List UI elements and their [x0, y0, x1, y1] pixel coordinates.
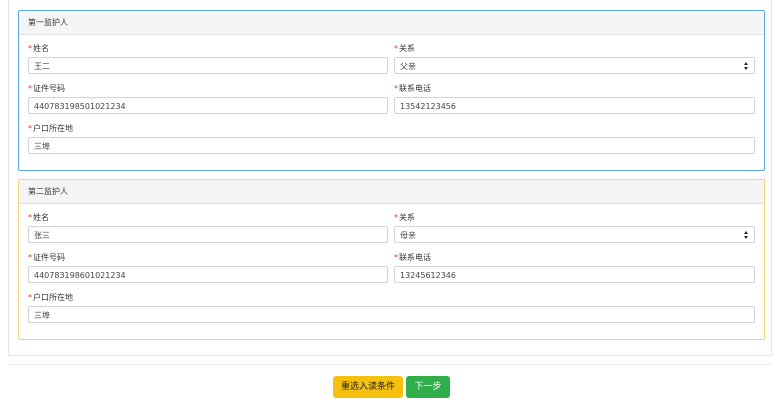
guardian1-title: 第一监护人 [19, 11, 764, 35]
reset-conditions-button[interactable]: 重选入读条件 [333, 376, 403, 398]
guardian1-id-field: *证件号码 440783198501021234 [28, 83, 388, 114]
guardian2-id-label: *证件号码 [28, 253, 65, 262]
guardian2-name-input[interactable]: 张三 [28, 226, 388, 243]
guardian1-name-label: *姓名 [28, 44, 49, 53]
guardian2-phone-label: *联系电话 [394, 253, 431, 262]
guardian1-hukou-input[interactable]: 三埠 [28, 137, 755, 154]
required-mark: * [394, 44, 398, 53]
guardian1-phone-input[interactable]: 13542123456 [394, 97, 755, 114]
guardian1-name-field: *姓名 王二 [28, 43, 388, 74]
divider [8, 364, 772, 365]
guardian1-id-label: *证件号码 [28, 84, 65, 93]
required-mark: * [28, 124, 32, 133]
guardian1-phone-label: *联系电话 [394, 84, 431, 93]
guardian2-id-field: *证件号码 440783198601021234 [28, 252, 388, 283]
guardian2-hukou-label: *户口所在地 [28, 293, 73, 302]
guardian2-title: 第二监护人 [19, 180, 764, 204]
guardian2-hukou-input[interactable]: 三埠 [28, 306, 755, 323]
guardian1-phone-field: *联系电话 13542123456 [394, 83, 755, 114]
guardian1-relation-label: *关系 [394, 44, 415, 53]
guardian2-name-label: *姓名 [28, 213, 49, 222]
guardian1-id-input[interactable]: 440783198501021234 [28, 97, 388, 114]
guardian1-hukou-field: *户口所在地 三埠 [28, 123, 755, 154]
required-mark: * [28, 293, 32, 302]
guardian2-relation-label: *关系 [394, 213, 415, 222]
guardian2-relation-field: *关系 母亲 [394, 212, 755, 243]
required-mark: * [394, 213, 398, 222]
next-step-button[interactable]: 下一步 [406, 376, 450, 398]
required-mark: * [28, 213, 32, 222]
required-mark: * [28, 44, 32, 53]
guardian1-panel: 第一监护人 *姓名 王二 *关系 父亲 *证件号码 44078319850102… [18, 10, 765, 171]
guardian1-relation-select[interactable]: 父亲 [394, 57, 755, 74]
guardian2-panel: 第二监护人 *姓名 张三 *关系 母亲 *证件号码 44078319860102… [18, 179, 765, 340]
required-mark: * [28, 253, 32, 262]
guardian1-hukou-label: *户口所在地 [28, 124, 73, 133]
guardian2-phone-input[interactable]: 13245612346 [394, 266, 755, 283]
required-mark: * [394, 253, 398, 262]
guardian2-phone-field: *联系电话 13245612346 [394, 252, 755, 283]
guardian1-relation-field: *关系 父亲 [394, 43, 755, 74]
required-mark: * [28, 84, 32, 93]
guardian2-name-field: *姓名 张三 [28, 212, 388, 243]
required-mark: * [394, 84, 398, 93]
guardian2-hukou-field: *户口所在地 三埠 [28, 292, 755, 323]
guardian2-id-input[interactable]: 440783198601021234 [28, 266, 388, 283]
guardian1-name-input[interactable]: 王二 [28, 57, 388, 74]
guardian2-relation-select[interactable]: 母亲 [394, 226, 755, 243]
